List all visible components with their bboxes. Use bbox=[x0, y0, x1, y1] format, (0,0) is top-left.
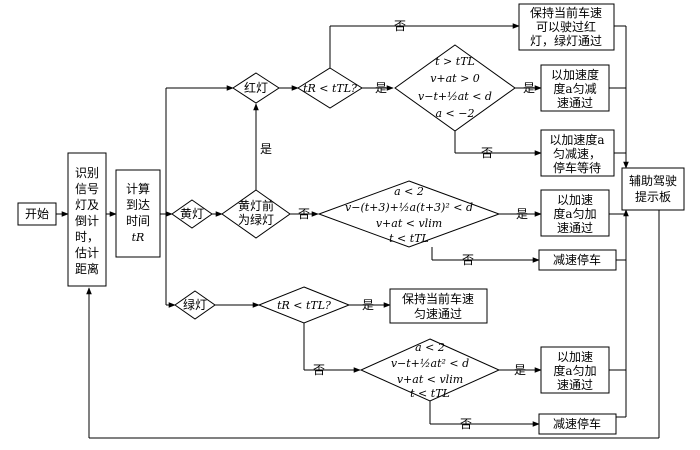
svg-text:tR: tR bbox=[132, 231, 145, 244]
svg-text:倒计: 倒计 bbox=[75, 214, 99, 228]
red-decelerate-stop-node: 以加速度a 匀减速， 停车等待 bbox=[540, 129, 615, 177]
green-light-node: 绿灯 bbox=[174, 290, 216, 320]
svg-text:tR < tTL?: tR < tTL? bbox=[277, 299, 331, 312]
yellow-prev-green-check-node: 黄灯前 为绿灯 bbox=[221, 189, 291, 239]
label-yes-yellow-cond: 是 bbox=[260, 142, 272, 156]
svg-text:可以驶过红: 可以驶过红 bbox=[536, 19, 596, 34]
svg-text:v+at > 0: v+at > 0 bbox=[430, 72, 480, 85]
label-no-red-cond: 否 bbox=[394, 19, 406, 33]
svg-text:开始: 开始 bbox=[25, 207, 49, 221]
svg-text:黄灯: 黄灯 bbox=[180, 207, 204, 221]
label-yes-green-cond: 是 bbox=[362, 298, 374, 312]
svg-text:时，: 时， bbox=[75, 230, 99, 244]
svg-text:v−t+½at² < d: v−t+½at² < d bbox=[391, 357, 469, 370]
svg-text:以加速度a: 以加速度a bbox=[549, 132, 604, 147]
label-no-green-cond2: 否 bbox=[460, 417, 472, 431]
svg-text:保持当前车速: 保持当前车速 bbox=[402, 291, 474, 306]
red-decelerate-pass-node: 以加速度 度a匀减 速通过 bbox=[540, 64, 610, 112]
svg-text:a < 2: a < 2 bbox=[415, 341, 445, 354]
label-no-yellow-cond: 否 bbox=[298, 207, 310, 221]
svg-text:灯及: 灯及 bbox=[75, 198, 99, 212]
svg-text:红灯: 红灯 bbox=[244, 80, 268, 95]
label-yes-green-cond2: 是 bbox=[514, 363, 526, 377]
svg-text:v−(t+3)+½a(t+3)² < d: v−(t+3)+½a(t+3)² < d bbox=[345, 201, 473, 214]
svg-text:辅助驾驶: 辅助驾驶 bbox=[629, 173, 677, 188]
svg-text:减速停车: 减速停车 bbox=[553, 416, 601, 431]
svg-text:绿灯: 绿灯 bbox=[183, 297, 207, 312]
svg-text:a < 2: a < 2 bbox=[394, 185, 424, 198]
label-yes-red-cond: 是 bbox=[375, 81, 387, 95]
svg-text:以加速: 以加速 bbox=[557, 193, 593, 207]
svg-text:以加速度: 以加速度 bbox=[551, 67, 599, 82]
label-no-red-cond2: 否 bbox=[481, 146, 493, 160]
svg-text:匀速通过: 匀速通过 bbox=[414, 307, 462, 321]
calc-time-node: 计算 到达 时间 tR bbox=[115, 169, 161, 258]
identify-node: 识别 信号 灯及 倒计 时， 估计 距离 bbox=[67, 152, 107, 287]
red-keep-speed-node: 保持当前车速 可以驶过红 灯，绿灯通过 bbox=[518, 3, 615, 51]
svg-text:识别: 识别 bbox=[75, 166, 99, 180]
green-time-check-node: tR < tTL? bbox=[257, 286, 351, 324]
svg-text:到达: 到达 bbox=[126, 198, 150, 212]
svg-text:提示板: 提示板 bbox=[635, 189, 671, 204]
svg-text:度a匀加: 度a匀加 bbox=[553, 206, 596, 221]
svg-text:计算: 计算 bbox=[126, 181, 150, 196]
svg-text:停车等待: 停车等待 bbox=[553, 160, 601, 175]
yellow-stop-node: 减速停车 bbox=[538, 249, 617, 271]
svg-text:减速停车: 减速停车 bbox=[553, 252, 601, 267]
green-stop-node: 减速停车 bbox=[538, 413, 617, 435]
branch-labels: 否 是 是 否 是 否 是 否 是 否 是 否 bbox=[260, 19, 535, 431]
start-node: 开始 bbox=[17, 202, 57, 226]
label-no-yellow-cond2: 否 bbox=[462, 253, 474, 267]
label-yes-yellow-cond2: 是 bbox=[516, 207, 528, 221]
svg-text:tR < tTL?: tR < tTL? bbox=[303, 82, 357, 95]
svg-text:信号: 信号 bbox=[75, 182, 99, 196]
svg-text:以加速: 以加速 bbox=[557, 350, 593, 364]
svg-text:t < tTL: t < tTL bbox=[410, 387, 450, 400]
yellow-accelerate-pass-node: 以加速 度a匀加 速通过 bbox=[540, 189, 610, 237]
svg-text:时间: 时间 bbox=[126, 214, 150, 228]
assist-panel-node: 辅助驾驶 提示板 bbox=[621, 167, 685, 211]
yellow-light-node: 黄灯 bbox=[171, 199, 213, 229]
green-conditions-node: a < 2 v−t+½at² < d v+at < vlim t < tTL bbox=[359, 338, 501, 402]
svg-text:灯，绿灯通过: 灯，绿灯通过 bbox=[530, 33, 602, 48]
label-no-green-cond: 否 bbox=[313, 363, 325, 377]
red-conditions-node: t > tTL v+at > 0 v−t+½at < d a < −2 bbox=[394, 44, 516, 132]
svg-text:速通过: 速通过 bbox=[557, 96, 593, 110]
svg-text:保持当前车速: 保持当前车速 bbox=[530, 5, 602, 20]
svg-text:估计: 估计 bbox=[75, 246, 99, 260]
connectors bbox=[56, 23, 660, 439]
svg-text:为绿灯: 为绿灯 bbox=[238, 212, 274, 227]
svg-text:v+at < vlim: v+at < vlim bbox=[397, 373, 463, 386]
svg-text:匀减速，: 匀减速， bbox=[553, 147, 601, 161]
svg-text:黄灯前: 黄灯前 bbox=[238, 198, 274, 213]
svg-text:速通过: 速通过 bbox=[557, 221, 593, 235]
red-time-check-node: tR < tTL? bbox=[297, 67, 363, 109]
svg-text:t > tTL: t > tTL bbox=[435, 55, 475, 68]
svg-text:度a匀减: 度a匀减 bbox=[553, 81, 596, 96]
red-light-node: 红灯 bbox=[232, 72, 280, 104]
green-keep-speed-node: 保持当前车速 匀速通过 bbox=[389, 288, 488, 324]
green-accelerate-pass-node: 以加速 度a匀加 速通过 bbox=[540, 346, 610, 394]
svg-text:v+at < vlim: v+at < vlim bbox=[376, 217, 442, 230]
svg-text:度a匀加: 度a匀加 bbox=[553, 363, 596, 378]
svg-text:a < −2: a < −2 bbox=[436, 107, 475, 120]
yellow-conditions-node: a < 2 v−(t+3)+½a(t+3)² < d v+at < vlim t… bbox=[317, 180, 501, 248]
svg-text:t < tTL: t < tTL bbox=[389, 232, 429, 245]
svg-text:距离: 距离 bbox=[75, 261, 99, 276]
label-yes-red-cond2: 是 bbox=[523, 81, 535, 95]
svg-text:速通过: 速通过 bbox=[557, 378, 593, 392]
svg-text:v−t+½at < d: v−t+½at < d bbox=[418, 90, 492, 103]
